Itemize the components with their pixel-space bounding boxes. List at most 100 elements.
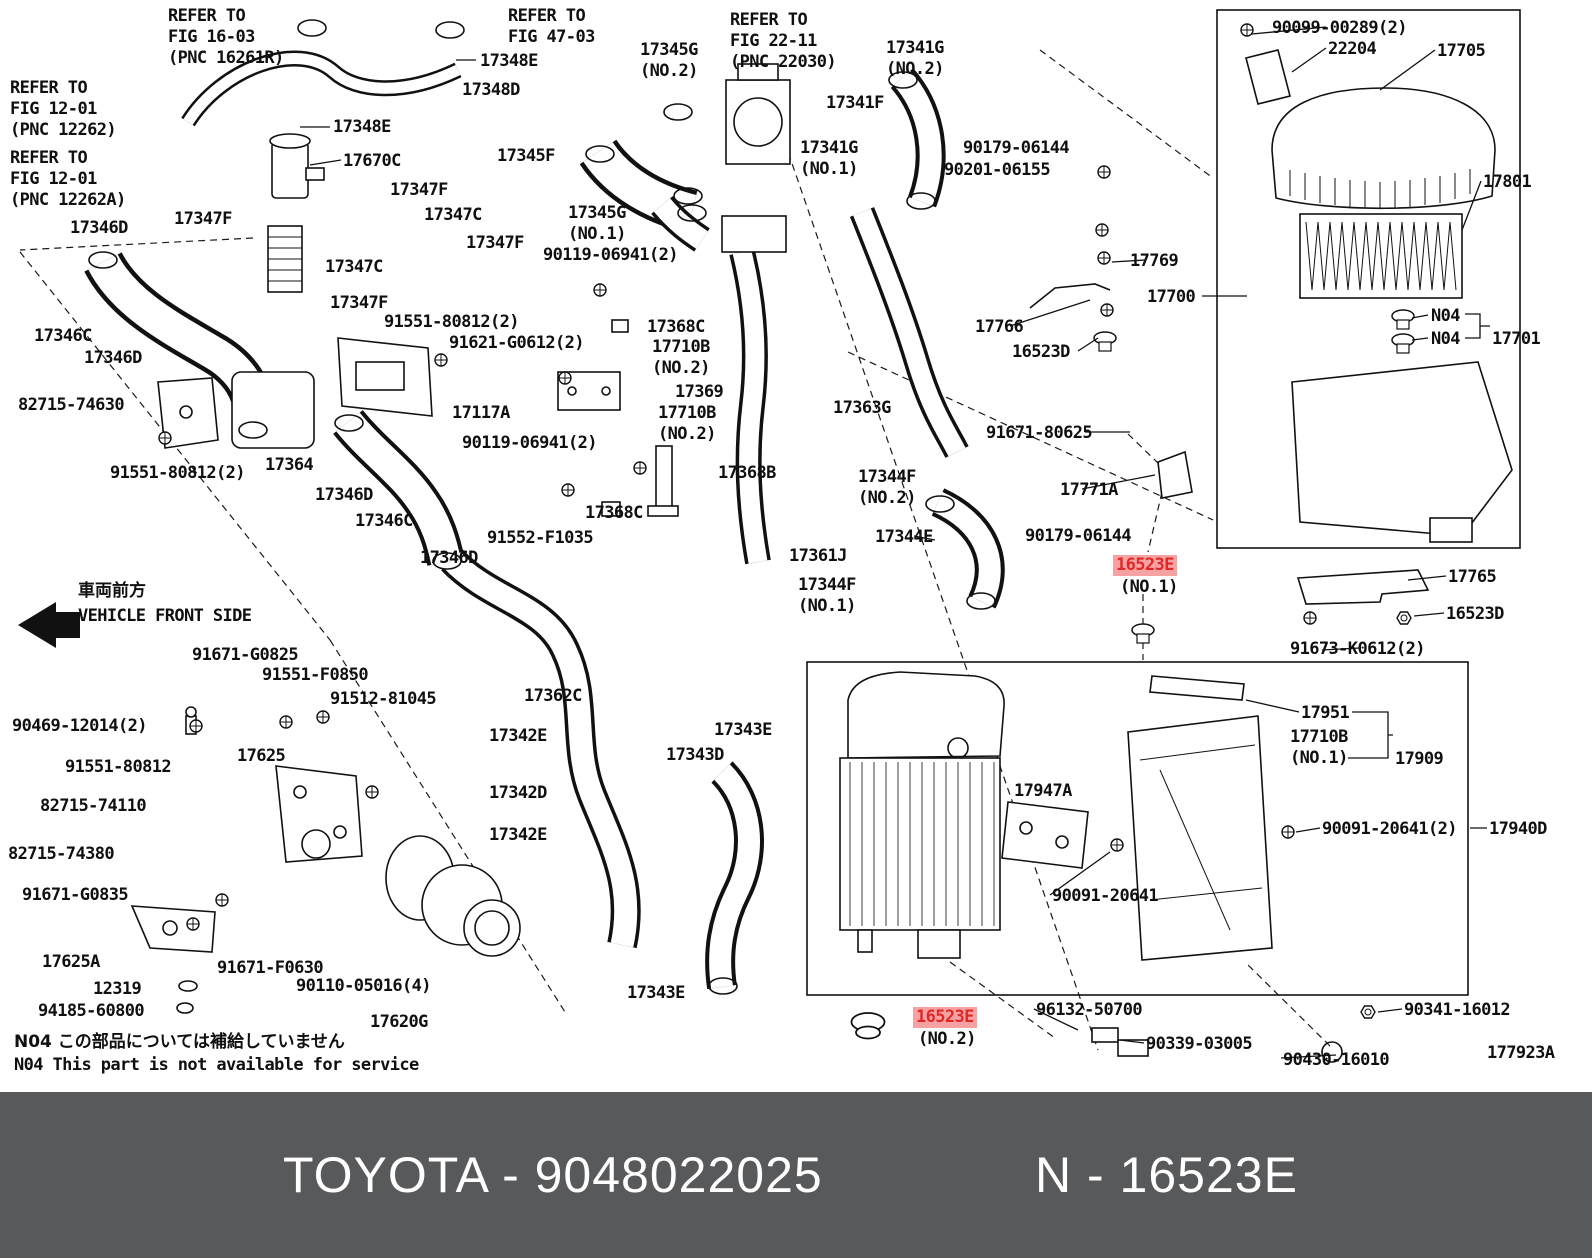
part-label: 12319 <box>93 979 142 999</box>
part-label: 90119-06941(2) <box>462 433 597 453</box>
part-label: 17368C <box>585 503 643 523</box>
part-label: 91551-F0850 <box>262 665 369 685</box>
part-label: 17369 <box>675 382 724 402</box>
part-label: 90119-06941(2) <box>543 245 678 265</box>
part-label: 17368C <box>647 317 705 337</box>
part-label: 94185-60800 <box>38 1001 145 1021</box>
footer-bar: TOYOTA - 9048022025 N - 16523E <box>0 1092 1592 1258</box>
part-label: N04 This part is not available for servi… <box>14 1055 419 1075</box>
part-label-highlighted: 16523E <box>913 1007 977 1029</box>
part-label: 17341F <box>826 93 884 113</box>
part-label: 17710B (NO.2) <box>658 403 716 445</box>
part-label: 17346D <box>420 548 478 568</box>
part-label: 17625 <box>237 746 286 766</box>
group-frames <box>806 9 1521 996</box>
part-label: N04 <box>1431 329 1461 349</box>
part-label: 17361J <box>789 546 847 566</box>
part-label: REFER TO FIG 22-11 (PNC 22030) <box>730 10 837 73</box>
part-label: 91512-81045 <box>330 689 437 709</box>
part-label: 17347F <box>174 209 232 229</box>
part-label: 90091-20641 <box>1052 886 1159 906</box>
part-label: REFER TO FIG 12-01 (PNC 12262) <box>10 78 117 141</box>
part-label: 17341G (NO.2) <box>886 38 944 80</box>
footer-part-number: TOYOTA - 9048022025 <box>283 1147 823 1203</box>
part-label: 17765 <box>1448 567 1497 587</box>
part-label: 91673-K0612(2) <box>1290 639 1425 659</box>
part-label: 16523D <box>1012 342 1070 362</box>
part-label: 90341-16012 <box>1404 1000 1511 1020</box>
part-label: 17701 <box>1492 329 1541 349</box>
part-label: 17705 <box>1437 41 1486 61</box>
footer-reference-code: N - 16523E <box>1035 1147 1298 1203</box>
dashed-lines <box>19 49 1331 1051</box>
part-label: 17341G (NO.1) <box>800 138 858 180</box>
part-label: 17345F <box>497 146 555 166</box>
part-label: 17345G (NO.2) <box>640 40 698 82</box>
part-label: 90099-00289(2) <box>1272 18 1407 38</box>
part-label: 17344E <box>875 527 933 547</box>
part-label: 90110-05016(4) <box>296 976 431 996</box>
part-label: 17364 <box>265 455 314 475</box>
part-label: 車両前方 <box>78 581 146 601</box>
part-label: 17346D <box>70 218 128 238</box>
part-label: 91551-80812 <box>65 757 172 777</box>
fasteners <box>158 23 1415 1040</box>
part-label: 91671-G0835 <box>22 885 129 905</box>
part-label: 91621-G0612(2) <box>449 333 584 353</box>
part-label: 90091-20641(2) <box>1322 819 1457 839</box>
part-label: 91551-80812(2) <box>384 312 519 332</box>
part-label: 17348E <box>480 51 538 71</box>
part-label: 22204 <box>1328 39 1377 59</box>
part-label: 17348D <box>462 80 520 100</box>
part-label: 91552-F1035 <box>487 528 594 548</box>
part-label: VEHICLE FRONT SIDE <box>78 606 252 626</box>
air-cleaner-assembly <box>1245 49 1513 543</box>
intercooler-assembly <box>839 671 1343 1063</box>
part-label: 17951 <box>1301 703 1350 723</box>
diagram-line-art <box>18 9 1521 1063</box>
part-label: 17342E <box>489 825 547 845</box>
part-label: 96132-50700 <box>1036 1000 1143 1020</box>
part-label: 17346D <box>84 348 142 368</box>
part-label: N04 この部品については補給していません <box>14 1032 345 1052</box>
part-label: 16523D <box>1446 604 1504 624</box>
part-label: REFER TO FIG 47-03 <box>508 6 595 48</box>
part-label: 17940D <box>1489 819 1547 839</box>
part-label: 17342D <box>489 783 547 803</box>
part-label: 17801 <box>1483 172 1532 192</box>
part-label: 17347F <box>466 233 524 253</box>
part-label: 17347C <box>325 257 383 277</box>
part-label: 17343E <box>714 720 772 740</box>
part-label: 17625A <box>42 952 100 972</box>
part-label: 17710B (NO.2) <box>652 337 710 379</box>
part-label: 91671-80625 <box>986 423 1093 443</box>
part-label: 177923A <box>1487 1043 1555 1063</box>
part-labels-layer: REFER TO FIG 16-03 (PNC 16261R)REFER TO … <box>8 6 1555 1075</box>
part-label: 90430-16010 <box>1283 1050 1390 1070</box>
vehicle-front-arrow-icon <box>18 602 80 648</box>
part-label: 91671-G0825 <box>192 645 299 665</box>
part-label: 17347C <box>424 205 482 225</box>
part-label: 17362C <box>524 686 582 706</box>
leader-lines <box>300 26 1490 1059</box>
part-label: 17346C <box>355 511 413 531</box>
part-label: 17710B (NO.1) <box>1290 727 1348 769</box>
diagram-area: REFER TO FIG 16-03 (PNC 16261R)REFER TO … <box>8 6 1556 1075</box>
part-label: 17700 <box>1147 287 1196 307</box>
part-label: 17620G <box>370 1012 428 1032</box>
part-label: 91551-80812(2) <box>110 463 245 483</box>
part-label: 82715-74380 <box>8 844 115 864</box>
part-label: 17346C <box>34 326 92 346</box>
part-label: 17363G <box>833 398 891 418</box>
part-label: N04 <box>1431 306 1461 326</box>
part-label: 17117A <box>452 403 510 423</box>
part-label: 17348E <box>333 117 391 137</box>
part-label: 17342E <box>489 726 547 746</box>
part-label: 17347F <box>330 293 388 313</box>
part-label: 17345G (NO.1) <box>568 203 626 245</box>
part-label: 82715-74110 <box>40 796 147 816</box>
part-label: REFER TO FIG 12-01 (PNC 12262A) <box>10 148 126 211</box>
part-label: 17766 <box>975 317 1024 337</box>
part-label: 17343D <box>666 745 724 765</box>
